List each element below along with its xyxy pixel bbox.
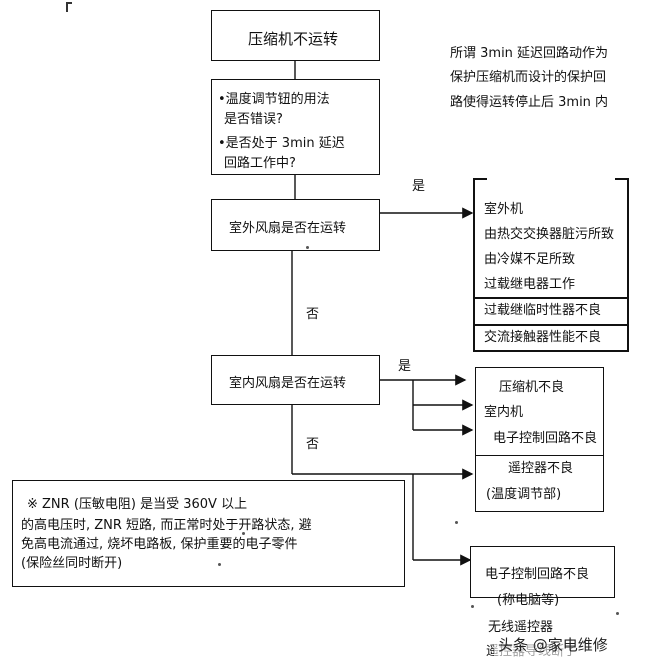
- cause-item: 室内机: [484, 405, 524, 420]
- indoor-causes-box: 压缩机不良 室内机 电子控制回路不良 遥控器不良 (温度调节部): [475, 367, 604, 512]
- stray-mark: [66, 2, 68, 12]
- node-label: 室外风扇是否在运转: [229, 221, 347, 236]
- cause-item: 电子控制回路不良: [493, 431, 598, 446]
- bracket-line: [473, 350, 629, 352]
- branch-label-yes: 是: [398, 359, 412, 374]
- stray-mark: [66, 2, 72, 4]
- divider: [473, 297, 629, 299]
- bracket-line: [473, 178, 487, 180]
- node-label: 是否错误?: [224, 112, 283, 127]
- note-line: ※ ZNR (压敏电阻) 是当受 360V 以上: [27, 497, 248, 512]
- bottom-causes-box: 电子控制回路不良: [470, 546, 615, 598]
- watermark-text: 头条 @家电维修: [498, 636, 608, 654]
- node-label: 回路工作中?: [224, 156, 296, 171]
- node-label: 室内风扇是否在运转: [229, 376, 347, 391]
- scan-dot: [455, 521, 458, 524]
- note-line: 的高电压时, ZNR 短路, 而正常时处于开路状态, 避: [21, 518, 312, 533]
- node-label: 压缩机不运转: [248, 30, 339, 48]
- note-line: (保险丝同时断开): [21, 556, 123, 571]
- cause-item: 电子控制回路不良: [485, 567, 590, 582]
- cause-item: 过载继电器工作: [484, 277, 576, 292]
- scan-dot: [242, 532, 245, 535]
- cause-item: 交流接触器性能不良: [484, 330, 602, 345]
- bracket-line: [615, 178, 629, 180]
- bracket-line: [473, 178, 475, 351]
- scan-dot: [616, 612, 619, 615]
- note-line: 路使得运转停止后 3min 内: [450, 95, 609, 110]
- cause-item: 无线遥控器: [488, 620, 554, 635]
- node-outdoor-fan-question: 室外风扇是否在运转: [211, 199, 380, 251]
- node-label: •是否处于 3min 延迟: [218, 136, 345, 151]
- znr-note-box: ※ ZNR (压敏电阻) 是当受 360V 以上 的高电压时, ZNR 短路, …: [12, 480, 405, 587]
- cause-item: 由热交交换器脏污所致: [484, 227, 615, 242]
- cause-item: (称电脑等): [497, 593, 560, 608]
- scan-dot: [218, 563, 221, 566]
- watermark: 头条 @家电维修: [494, 632, 644, 656]
- scan-dot: [306, 246, 309, 249]
- cause-item: 室外机: [484, 202, 524, 217]
- bracket-line: [627, 178, 629, 351]
- node-check-questions: •温度调节钮的用法 是否错误? •是否处于 3min 延迟 回路工作中?: [211, 79, 380, 175]
- cause-item: 由冷媒不足所致: [484, 252, 576, 267]
- scan-dot: [471, 605, 474, 608]
- divider: [475, 455, 604, 457]
- cause-item: 过载继临时性器不良: [484, 303, 602, 318]
- branch-label-no: 否: [306, 437, 320, 452]
- node-label: •温度调节钮的用法: [218, 92, 330, 107]
- note-line: 免高电流通过, 烧坏电路板, 保护重要的电子零件: [21, 537, 298, 552]
- branch-label-yes: 是: [412, 179, 426, 194]
- note-line: 保护压缩机而设计的保护回: [450, 70, 607, 85]
- cause-item: (温度调节部): [486, 487, 562, 502]
- node-indoor-fan-question: 室内风扇是否在运转: [211, 355, 380, 405]
- cause-item: 遥控器不良: [508, 461, 574, 476]
- divider: [473, 324, 629, 326]
- node-compressor-not-running: 压缩机不运转: [211, 10, 380, 61]
- cause-item: 压缩机不良: [499, 380, 565, 395]
- note-line: 所谓 3min 延迟回路动作为: [450, 46, 609, 61]
- branch-label-no: 否: [306, 307, 320, 322]
